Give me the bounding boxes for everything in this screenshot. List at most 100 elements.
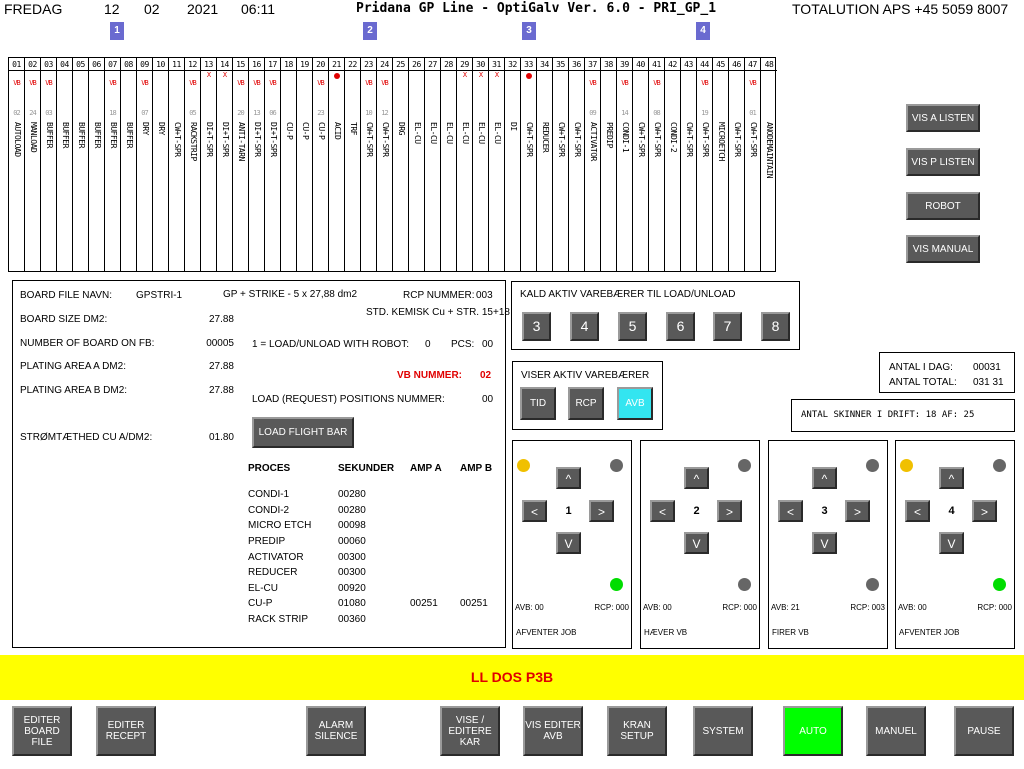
tank-status-mark: VB xyxy=(29,79,36,87)
rcp-button[interactable]: RCP xyxy=(568,387,604,420)
auto-button[interactable]: AUTO xyxy=(783,706,843,756)
robot-button[interactable]: ROBOT xyxy=(906,192,980,220)
editer-recept-button[interactable]: EDITER RECEPT xyxy=(96,706,156,756)
tid-button[interactable]: TID xyxy=(520,387,556,420)
tank-number: 11 xyxy=(169,58,184,71)
col-header-sekunder: SEKUNDER xyxy=(338,463,395,474)
kran-setup-button[interactable]: KRAN SETUP xyxy=(607,706,667,756)
robot-right-arrow-button[interactable]: > xyxy=(845,500,870,522)
call-carrier-button-3[interactable]: 3 xyxy=(522,312,551,341)
avb-button[interactable]: AVB xyxy=(617,387,653,420)
tank-carrier-number: 09 xyxy=(589,109,596,117)
proc-name: CU-P xyxy=(248,598,273,610)
call-carrier-button-7[interactable]: 7 xyxy=(713,312,742,341)
vise-editere-kar-button[interactable]: VISE / EDITERE KAR xyxy=(440,706,500,756)
proc-amp-a xyxy=(410,487,460,503)
call-carrier-button-8[interactable]: 8 xyxy=(761,312,790,341)
proc-amp-b xyxy=(460,549,510,565)
robot-left-arrow-button[interactable]: < xyxy=(522,500,547,522)
robot-down-arrow-button[interactable]: V xyxy=(812,532,837,554)
robot-up-arrow-button[interactable]: ^ xyxy=(812,467,837,489)
vis-a-listen-button[interactable]: VIS A LISTEN xyxy=(906,104,980,132)
pause-button[interactable]: PAUSE xyxy=(954,706,1014,756)
system-button[interactable]: SYSTEM xyxy=(693,706,753,756)
vis-editer-avb-button[interactable]: VIS EDITER AVB xyxy=(523,706,583,756)
robot-down-arrow-button[interactable]: V xyxy=(684,532,709,554)
robot-down-arrow-button[interactable]: V xyxy=(556,532,581,554)
robot-up-arrow-button[interactable]: ^ xyxy=(684,467,709,489)
robot-left-arrow-button[interactable]: < xyxy=(778,500,803,522)
robot-right-arrow-button[interactable]: > xyxy=(717,500,742,522)
editer-board-file-button[interactable]: EDITER BOARD FILE xyxy=(12,706,72,756)
robot-up-arrow-button[interactable]: ^ xyxy=(939,467,964,489)
vis-manual-button[interactable]: VIS MANUAL xyxy=(906,235,980,263)
vis-p-listen-button[interactable]: VIS P LISTEN xyxy=(906,148,980,176)
robot-down-arrow-button[interactable]: V xyxy=(939,532,964,554)
robot-right-arrow-button[interactable]: > xyxy=(589,500,614,522)
robot-up-arrow-button[interactable]: ^ xyxy=(556,467,581,489)
tank-name: DRY xyxy=(141,122,150,135)
robot-status: HÆVER VB xyxy=(644,628,688,637)
tank-name: CONDI-1 xyxy=(621,122,630,153)
tank-name: CW+T-SPR xyxy=(173,122,182,157)
load-flight-bar-button[interactable]: LOAD FLIGHT BAR xyxy=(252,417,354,448)
robot-left-arrow-button[interactable]: < xyxy=(905,500,930,522)
call-carrier-button-5[interactable]: 5 xyxy=(618,312,647,341)
call-carrier-button-4[interactable]: 4 xyxy=(570,312,599,341)
call-carrier-button-6[interactable]: 6 xyxy=(666,312,695,341)
alarm-silence-button[interactable]: ALARM SILENCE xyxy=(306,706,366,756)
manuel-button[interactable]: MANUEL xyxy=(866,706,926,756)
tank-name: MICROETCH xyxy=(717,122,726,161)
robot-right-arrow-button[interactable]: > xyxy=(972,500,997,522)
robot-left-arrow-button[interactable]: < xyxy=(650,500,675,522)
